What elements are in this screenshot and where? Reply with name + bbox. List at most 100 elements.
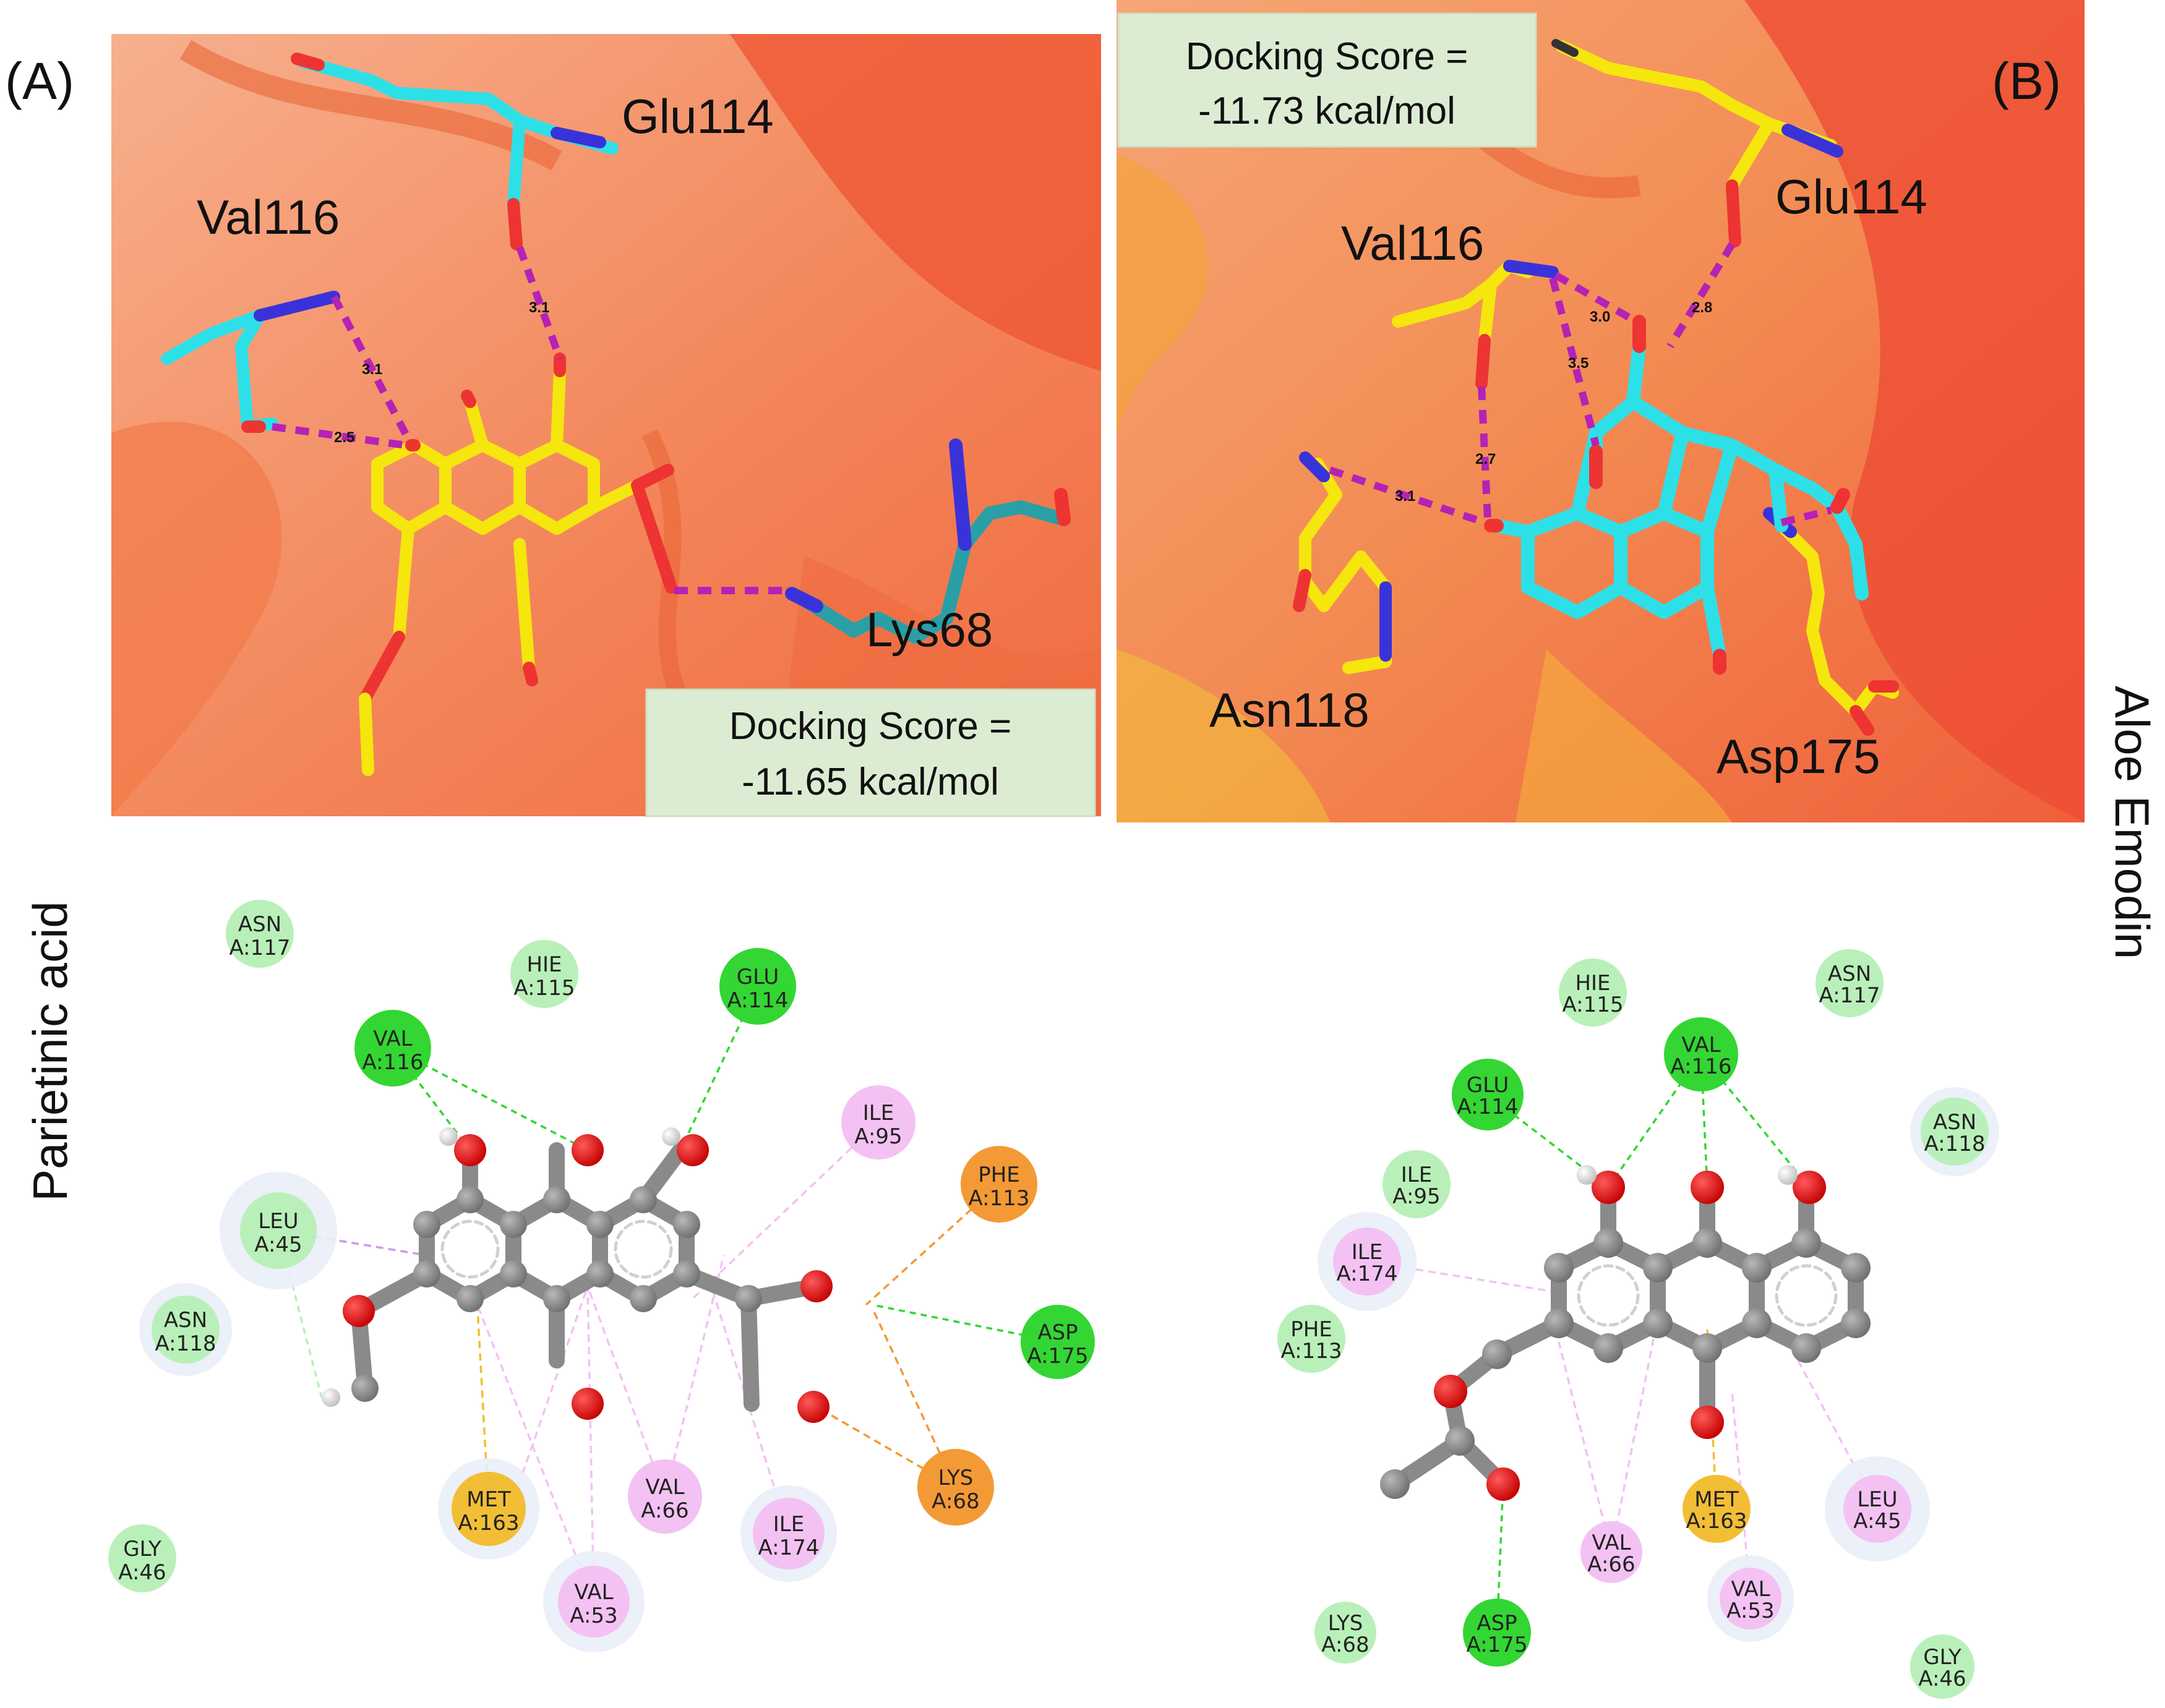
residue-bubble	[1910, 1634, 1974, 1699]
residue-bubble	[1463, 1599, 1531, 1667]
panel-a-ribbon	[111, 421, 282, 816]
residue-bubble	[1580, 1521, 1642, 1583]
residue-bubble	[1314, 1602, 1376, 1663]
residue-bubble	[1720, 1568, 1781, 1629]
residue-name: ASN	[164, 1308, 207, 1333]
panel-a-label-lys68: Lys68	[866, 602, 993, 657]
panel-b-label-asp175: Asp175	[1717, 729, 1880, 784]
residue-number: A:53	[570, 1603, 617, 1628]
panel-b-ribbon	[1117, 649, 1330, 822]
residue-number: A:175	[1466, 1633, 1527, 1657]
residue-name: VAL	[1592, 1531, 1631, 1555]
panel-a-ribbon	[179, 40, 562, 171]
panel-a-hbond-lines	[272, 246, 789, 594]
panel-b-label-asn118: Asn118	[1209, 683, 1370, 737]
panel-b-ribbon	[1516, 649, 1732, 822]
residue-number: A:175	[1027, 1344, 1088, 1369]
residue-name: PHE	[978, 1163, 1020, 1187]
residue-name: HIE	[526, 952, 562, 977]
residue-bubble	[108, 1524, 176, 1592]
compound-name-a: Parietinic acid	[23, 901, 77, 1202]
residue-name: ASN	[1828, 962, 1871, 986]
residue-name: ASP	[1477, 1611, 1517, 1636]
panel-b-ribbon	[1117, 155, 1208, 433]
residue-name: MET	[466, 1487, 511, 1512]
residue-name: ILE	[863, 1101, 894, 1125]
panel-b-residues-3d	[1293, 39, 1899, 736]
residue-bubble	[1333, 1228, 1401, 1296]
residue-number: A:174	[1336, 1262, 1397, 1286]
panel-a-3d: 3.1 3.1 2.5 Glu114 Val116 Lys68 Docking …	[111, 34, 1101, 818]
panel-a-residues-3d	[161, 53, 1071, 644]
panel-a-label-glu114: Glu114	[622, 89, 774, 143]
residue-name: LYS	[938, 1466, 974, 1490]
residue-number: A:163	[1686, 1509, 1747, 1534]
distance-label: 3.0	[1590, 309, 1610, 325]
residue-bubble	[753, 1498, 825, 1569]
residue-number: A:118	[155, 1331, 216, 1356]
residue-bubble	[1277, 1305, 1345, 1373]
panel-b-3d: 3.0 2.8 3.5 2.7 3.1 Glu114 Val116 Asn118…	[1117, 0, 2085, 822]
residue-name: GLU	[1467, 1073, 1509, 1098]
residue-bubble	[226, 900, 294, 968]
residue-number: A:68	[932, 1489, 979, 1514]
residue-number: A:68	[1321, 1633, 1369, 1657]
residue-number: A:115	[513, 976, 575, 1001]
hbond-glu114-a	[516, 246, 564, 361]
residue-name: GLU	[737, 965, 779, 989]
residue-number: A:114	[1457, 1095, 1518, 1119]
panel-b-score-box	[1117, 12, 1537, 148]
residue-number: A:174	[758, 1535, 819, 1560]
hbond-asn118-b	[1329, 466, 1486, 526]
distance-label: 3.1	[1395, 488, 1415, 505]
hbond-val116-b-b	[1549, 277, 1600, 446]
residue-name: GLY	[123, 1537, 161, 1561]
residue-bubble	[558, 1566, 630, 1638]
residue-name: HIE	[1575, 971, 1610, 996]
residue-name: VAL	[645, 1475, 684, 1500]
compound-name-b: Aloe Emodin	[2105, 686, 2159, 959]
panel-b-label-glu114: Glu114	[1775, 169, 1927, 224]
parietinic-acid-3d-ligand	[359, 352, 677, 776]
residue-name: LEU	[258, 1209, 298, 1234]
residue-name: ASP	[1037, 1320, 1078, 1345]
panel-a-ribbon	[730, 34, 1101, 371]
panel-b-2d-diagram: HIEA:115ASNA:117GLUA:114VALA:116ASNA:118…	[1277, 949, 1999, 1699]
distance-label: 3.1	[529, 299, 549, 316]
atoms	[1380, 1165, 1871, 1501]
distance-label: 2.7	[1475, 451, 1496, 468]
residue-number: A:66	[1587, 1552, 1635, 1577]
residue-number: A:95	[1392, 1184, 1440, 1209]
panel-a-tag: (A)	[5, 52, 74, 110]
residue-number: A:113	[1280, 1339, 1342, 1364]
panel-b-hbond-lines	[1329, 242, 1832, 526]
residue-name: MET	[1694, 1487, 1739, 1512]
residue-number: A:95	[854, 1124, 902, 1149]
residue-name: ILE	[773, 1512, 804, 1537]
panel-b-residues-2d: HIEA:115ASNA:117GLUA:114VALA:116ASNA:118…	[1277, 949, 1999, 1699]
residue-name: VAL	[1681, 1033, 1720, 1057]
residue-name: ASN	[1933, 1110, 1976, 1135]
residue-bubble	[152, 1296, 220, 1364]
hbond-val116-a	[330, 295, 412, 441]
atoms	[322, 1127, 833, 1423]
residue-number: A:66	[641, 1498, 688, 1523]
residue-bubble	[841, 1085, 915, 1159]
residue-bubble	[1921, 1098, 1989, 1166]
residue-number: A:45	[254, 1232, 302, 1257]
